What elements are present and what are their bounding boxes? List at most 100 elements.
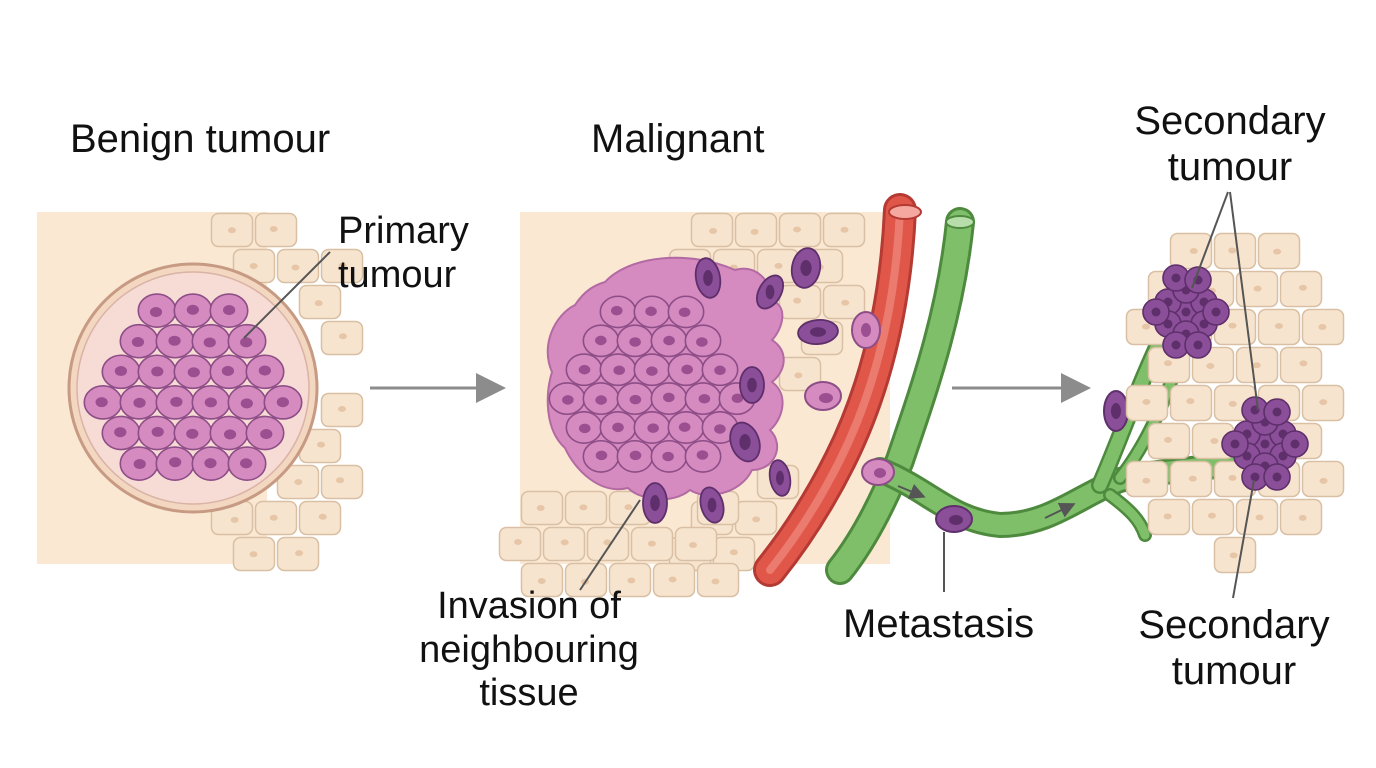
tissue-cell-nucleus [647, 540, 656, 547]
tissue-cell-nucleus [1319, 399, 1328, 406]
tissue-cell-nucleus [1163, 513, 1172, 520]
malignant-tumour-cell-nucleus [595, 395, 607, 405]
secondary-tumour-nucleus [1230, 439, 1240, 449]
tissue-cell-nucleus [338, 333, 347, 340]
malignant-tumour-cell-nucleus [662, 451, 674, 462]
tissue-cell-nucleus [793, 297, 802, 304]
benign-tumour-cell-nucleus [95, 397, 108, 408]
invading-cell-nucleus [810, 327, 826, 337]
benign-tumour-cell-nucleus [187, 367, 200, 378]
malignant-tumour-cell-nucleus [698, 394, 711, 404]
secondary-tumour-nucleus [1272, 407, 1282, 417]
tissue-cell-nucleus [1142, 477, 1151, 484]
secondary-tumour-nucleus [1171, 340, 1181, 350]
benign-tumour-cell-nucleus [133, 397, 146, 408]
tissue-cell-nucleus [269, 514, 278, 521]
malignant-tumour-cell-nucleus [562, 395, 574, 405]
tissue-cell-nucleus [627, 577, 636, 584]
secondary-tissue-cells [1125, 232, 1345, 574]
tissue-cell-nucleus [230, 516, 239, 523]
tissue-cell-nucleus [249, 551, 258, 558]
benign-tumour-cell-nucleus [276, 397, 289, 408]
benign-tumour-cell-nucleus [133, 458, 146, 470]
secondary-tumour-bottom-label: Secondary tumour [1138, 603, 1330, 693]
tissue-cell-nucleus [774, 262, 783, 269]
tissue-cell-nucleus [1274, 323, 1283, 330]
malignant-tumour-cell-nucleus [612, 422, 624, 433]
tissue-cell-nucleus [1252, 362, 1261, 369]
circulating-cells [804, 311, 1129, 533]
tissue-cell-nucleus [560, 539, 569, 546]
malignant-tumour-cell-nucleus [629, 337, 641, 347]
benign-tumour-cell-nucleus [149, 307, 163, 318]
tissue-cell-nucleus [1255, 514, 1264, 521]
tissue-cell-nucleus [513, 539, 522, 546]
benign-tumour-mass [83, 293, 303, 481]
tissue-cell-nucleus [752, 516, 761, 523]
tissue-cell-nucleus [709, 227, 718, 234]
malignant-label: Malignant [591, 117, 765, 161]
secondary-tumour-nucleus [1181, 307, 1191, 317]
tissue-cell-nucleus [1189, 248, 1198, 255]
secondary-tumour-bottom [1221, 396, 1309, 491]
tissue-cell-nucleus [1299, 360, 1308, 367]
tissue-cell-nucleus [794, 372, 803, 379]
leader-lines [243, 191, 1259, 599]
benign-tumour-cell-nucleus [240, 337, 253, 348]
tissue-cell-nucleus [1228, 247, 1237, 254]
malignant-tumour-cell-nucleus [696, 450, 709, 460]
tissue-cell-nucleus [1142, 398, 1151, 405]
malignant-tumour-cell-nucleus [578, 423, 591, 434]
malignant-tumour-cell-nucleus [714, 424, 726, 434]
malignant-tumour-cell-nucleus [610, 305, 623, 316]
secondary-tumour-nucleus [1272, 472, 1282, 482]
tissue-cell-nucleus [1228, 400, 1237, 407]
secondary-tumour-nucleus [1193, 340, 1203, 350]
malignant-tumour-cell-nucleus [731, 393, 744, 404]
invading-cell-nucleus [707, 497, 717, 513]
tissue-cell-nucleus [1164, 436, 1173, 443]
secondary-tumour-nucleus [1290, 439, 1300, 449]
benign-tumour-cell-nucleus [186, 304, 199, 315]
tissue-cell-nucleus [1229, 552, 1238, 559]
secondary-bottom-leader [1232, 479, 1255, 599]
tissue-cell-nucleus [689, 542, 698, 549]
tissue-cell-nucleus [668, 576, 677, 583]
malignant-tumour-cell-nucleus [678, 422, 691, 432]
benign-tumour-cell-nucleus [223, 429, 237, 440]
tissue-cell-nucleus [1210, 437, 1219, 444]
benign-tumour-cell-nucleus [114, 427, 127, 438]
invading-cell-nucleus [747, 377, 757, 393]
tissue-cell-nucleus [840, 226, 849, 233]
benign-tumour-cell-nucleus [186, 428, 199, 439]
benign-tumour-cell-nucleus [131, 336, 145, 348]
secondary-tumour-top-label: Secondary tumour [1134, 99, 1326, 189]
benign-tumour-label: Benign tumour [70, 117, 331, 161]
secondary-top-leader-2 [1229, 191, 1259, 411]
benign-tumour-cell-nucleus [170, 396, 183, 407]
tissue-cell-nucleus [269, 225, 278, 232]
malignant-tumour-cell-nucleus [714, 365, 726, 376]
secondary-tumour-nucleus [1171, 273, 1181, 283]
tissue-cell-nucleus [1319, 477, 1328, 484]
malignant-tumour-cell-nucleus [696, 337, 708, 347]
benign-tumour-cell-nucleus [260, 429, 273, 440]
benign-tumour-cell-nucleus [258, 365, 271, 376]
tissue-cell-nucleus [336, 477, 345, 484]
malignant-tumour-cell-nucleus [595, 450, 608, 461]
secondary-tumour-nucleus [1250, 472, 1260, 482]
malignant-tumour-cell-nucleus [681, 364, 693, 375]
tissue-cell-nucleus [1253, 285, 1262, 292]
tissue-cell-nucleus [314, 300, 323, 307]
invasion-leader [579, 499, 641, 591]
invading-cell-nucleus [800, 260, 812, 276]
tissue-cell-nucleus [1228, 322, 1237, 329]
primary-tumour-label: Primary tumour [338, 210, 469, 296]
benign-tumour-cell-nucleus [204, 397, 217, 408]
secondary-tumour-nucleus [1151, 307, 1161, 317]
malignant-tumour-cell-nucleus [595, 335, 607, 346]
tissue-cell-nucleus [711, 578, 720, 585]
blood-vessel [753, 193, 922, 587]
